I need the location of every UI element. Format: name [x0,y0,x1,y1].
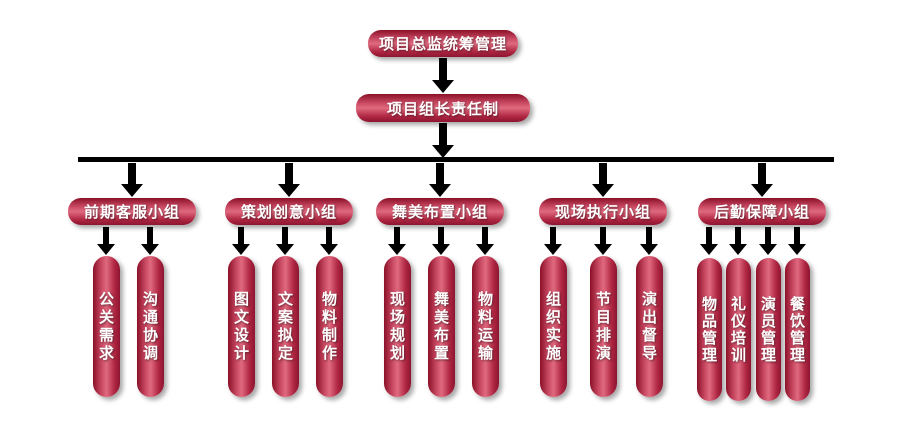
task-pill-show-supervision: 演出督导 [636,256,663,397]
task-pill-performer-management: 演员管理 [756,258,781,401]
arrow-down-icon [640,227,658,255]
task-pill-stage-setup: 舞美布置 [428,256,455,397]
arrow-down-icon [232,227,250,255]
leader-node: 项目组长责任制 [356,94,530,122]
arrow-down-icon [759,227,777,255]
task-pill-rehearsal: 节目排演 [590,256,617,397]
arrow-down-icon [729,227,747,255]
arrow-down-icon [97,227,115,255]
arrow-down-icon [432,123,454,158]
group-header-onsite-execution: 现场执行小组 [539,198,667,225]
arrow-down-icon [276,227,294,255]
arrow-down-icon [476,227,494,255]
arrow-down-icon [751,163,773,197]
branch-line [78,157,834,162]
task-pill-catering-management: 餐饮管理 [785,258,810,401]
arrow-down-icon [594,227,612,255]
arrow-down-icon [320,227,338,255]
arrow-down-icon [544,227,562,255]
task-pill-pr-needs: 公关需求 [93,256,120,397]
task-pill-material-transport: 物料运输 [472,256,499,397]
arrow-down-icon [141,227,159,255]
task-pill-material-production: 物料制作 [316,256,343,397]
task-pill-communication: 沟通协调 [137,256,164,397]
arrow-down-icon [592,163,614,197]
arrow-down-icon [429,163,451,197]
task-pill-etiquette-training: 礼仪培训 [726,258,751,401]
arrow-down-icon [700,227,718,255]
root-node: 项目总监统筹管理 [368,30,518,57]
arrow-down-icon [788,227,806,255]
group-header-customer-service: 前期客服小组 [68,198,196,225]
task-pill-copywriting: 文案拟定 [272,256,299,397]
arrow-down-icon [121,163,143,197]
task-pill-graphic-design: 图文设计 [228,256,255,397]
group-header-planning-creative: 策划创意小组 [225,198,353,225]
arrow-down-icon [278,163,300,197]
arrow-down-icon [432,58,454,93]
arrow-down-icon [388,227,406,255]
arrow-down-icon [432,227,450,255]
task-pill-implementation: 组织实施 [540,256,567,397]
group-header-stage-design: 舞美布置小组 [376,198,504,225]
task-pill-site-planning: 现场规划 [384,256,411,397]
group-header-logistics-support: 后勤保障小组 [698,198,826,225]
task-pill-goods-management: 物品管理 [697,258,722,401]
